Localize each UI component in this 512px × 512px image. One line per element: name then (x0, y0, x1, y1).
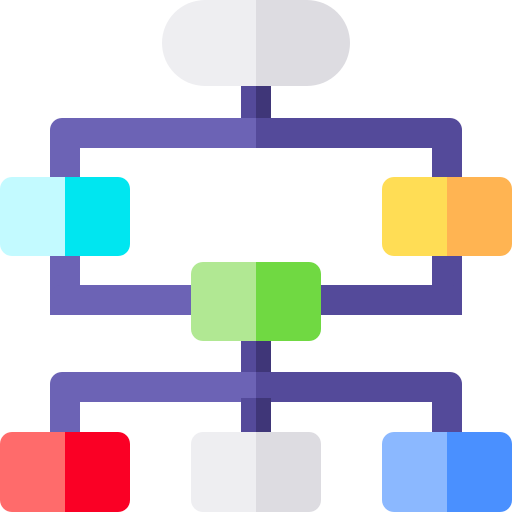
center-trunk-right (256, 338, 271, 378)
bottom-center-node-right (256, 432, 321, 512)
bottom-right-node-right (447, 432, 512, 512)
bottom-left-node (0, 432, 130, 512)
left-node-right (65, 177, 130, 256)
center-node-left (191, 262, 256, 341)
lower-bar-right (256, 372, 462, 402)
bottom-right-node-left (382, 432, 447, 512)
upper-bar-left (50, 118, 256, 148)
top-trunk-right (256, 86, 271, 122)
left-node-left (0, 177, 65, 256)
lower-left-vertical (50, 384, 80, 434)
bottom-left-node-left (0, 432, 65, 512)
bottom-center-node (191, 432, 321, 512)
bottom-left-node-right (65, 432, 130, 512)
right-node-left (382, 177, 447, 256)
center-node (191, 262, 321, 341)
lower-center-vertical-right (256, 398, 271, 434)
upper-bar-right (256, 118, 462, 148)
start-node-right (256, 0, 350, 86)
bottom-center-node-left (191, 432, 256, 512)
bottom-right-node (382, 432, 512, 512)
center-node-right (256, 262, 321, 341)
right-node (382, 177, 512, 256)
lower-bar-left (50, 372, 256, 402)
start-node-left (162, 0, 256, 86)
start-node (162, 0, 350, 86)
left-node (0, 177, 130, 256)
lower-center-vertical-left (241, 398, 256, 434)
right-node-right (447, 177, 512, 256)
lower-right-vertical (432, 384, 462, 434)
top-trunk-left (241, 86, 256, 122)
connectors (50, 86, 462, 434)
center-trunk-left (241, 338, 256, 378)
